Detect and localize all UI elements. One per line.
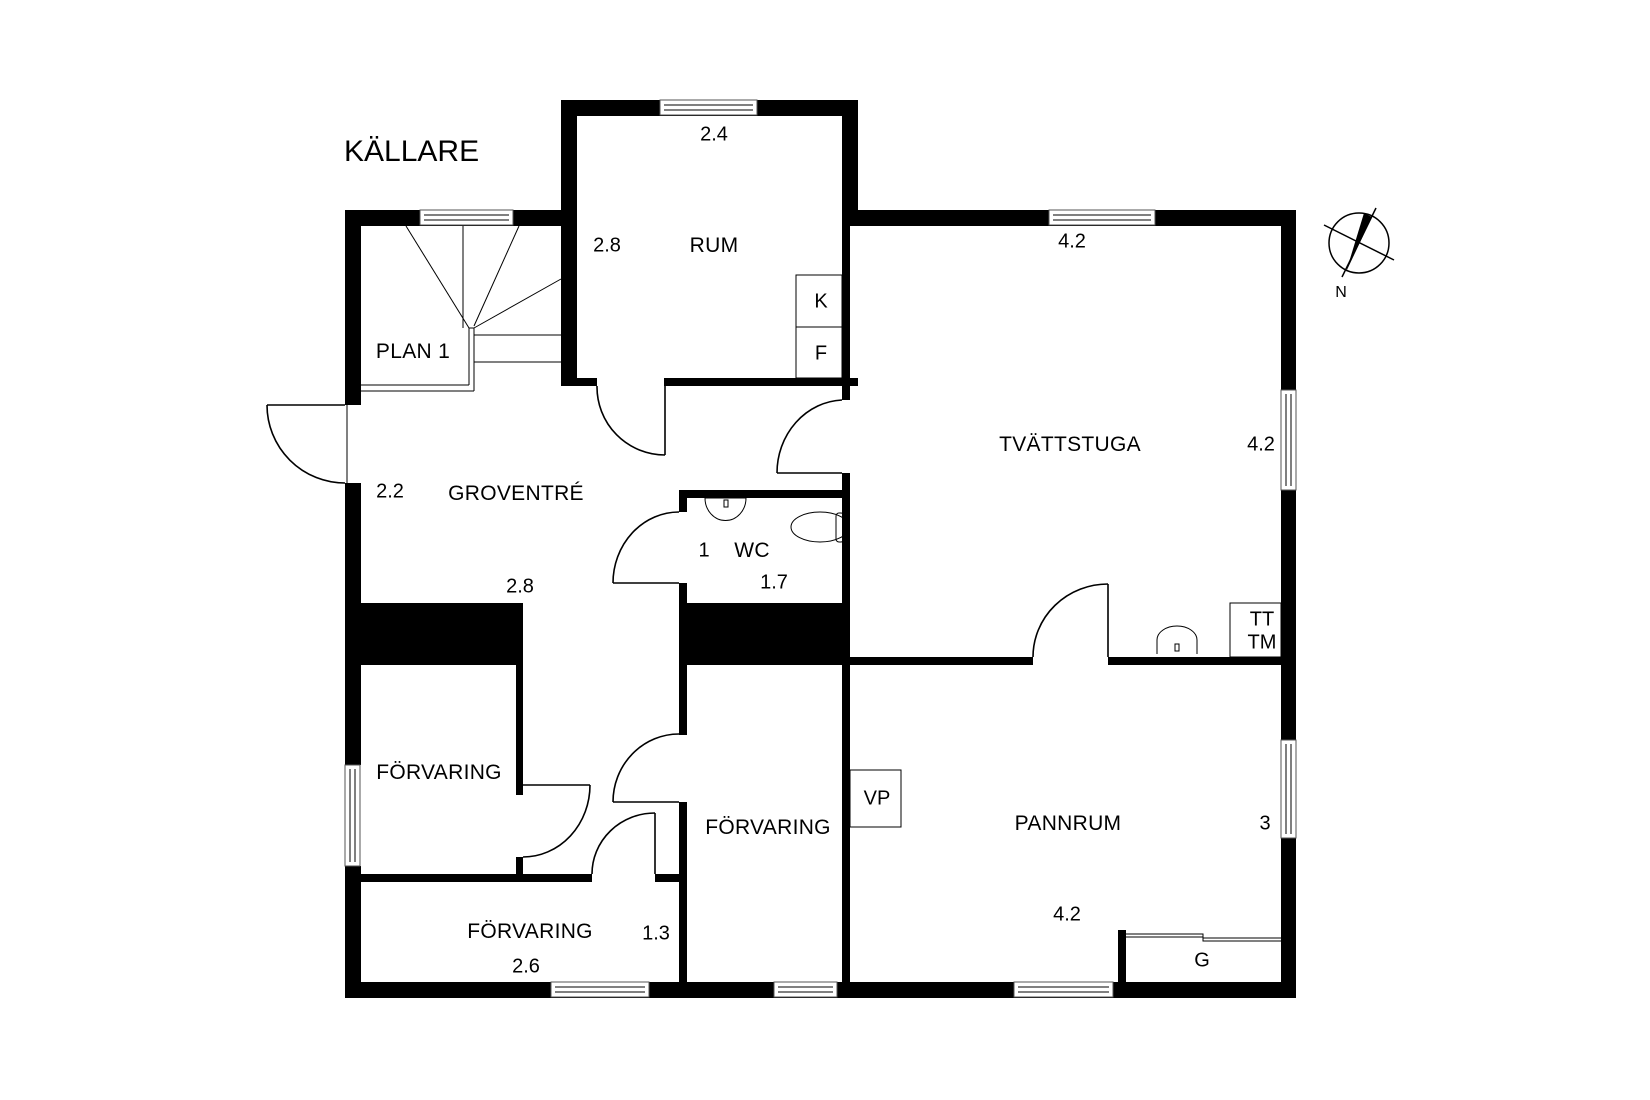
pannrum-width: 4.2 bbox=[1053, 903, 1081, 926]
doors bbox=[266, 385, 1109, 875]
room-plan1: PLAN 1 bbox=[375, 340, 451, 363]
room-wc: WC bbox=[734, 539, 770, 562]
groventre-depth: 2.2 bbox=[376, 480, 404, 503]
room-pannrum: PANNRUM bbox=[1014, 812, 1122, 835]
tvattstuga-depth: 4.2 bbox=[1247, 433, 1275, 456]
forvaring-bottom-width: 2.6 bbox=[512, 955, 540, 978]
staircase bbox=[361, 225, 562, 392]
fixture-k: K bbox=[814, 290, 828, 313]
rum-width: 2.4 bbox=[700, 123, 728, 146]
fixture-tm: TM bbox=[1247, 631, 1277, 654]
wc-sink-icon bbox=[704, 497, 747, 522]
room-rum: RUM bbox=[689, 234, 739, 257]
interior-walls bbox=[345, 226, 1281, 982]
wc-depth: 1 bbox=[698, 539, 710, 562]
room-forvaring-bottom: FÖRVARING bbox=[467, 920, 593, 943]
fixture-tt: TT bbox=[1249, 608, 1275, 631]
forvaring-bottom-depth: 1.3 bbox=[642, 922, 670, 945]
laundry-sink-icon bbox=[1156, 625, 1198, 654]
fixture-g: G bbox=[1194, 949, 1210, 972]
room-forvaring-left: FÖRVARING bbox=[376, 761, 502, 784]
outer-walls bbox=[345, 100, 1296, 998]
windows bbox=[344, 99, 1297, 998]
groventre-width: 2.8 bbox=[506, 575, 534, 598]
rum-depth: 2.8 bbox=[593, 234, 621, 257]
fixtures bbox=[704, 274, 1282, 942]
toilet-icon bbox=[790, 511, 850, 543]
north-label: N bbox=[1335, 284, 1347, 301]
room-groventre: GROVENTRÉ bbox=[448, 482, 584, 505]
floor-title: KÄLLARE bbox=[344, 135, 480, 168]
tvattstuga-width: 4.2 bbox=[1058, 230, 1086, 253]
fixture-f: F bbox=[814, 342, 828, 365]
room-tvattstuga: TVÄTTSTUGA bbox=[999, 433, 1141, 456]
compass-icon bbox=[1323, 207, 1395, 278]
wc-width: 1.7 bbox=[760, 571, 788, 594]
pannrum-depth: 3 bbox=[1259, 812, 1271, 835]
fixture-vp: VP bbox=[863, 787, 891, 810]
room-forvaring-mid: FÖRVARING bbox=[705, 816, 831, 839]
